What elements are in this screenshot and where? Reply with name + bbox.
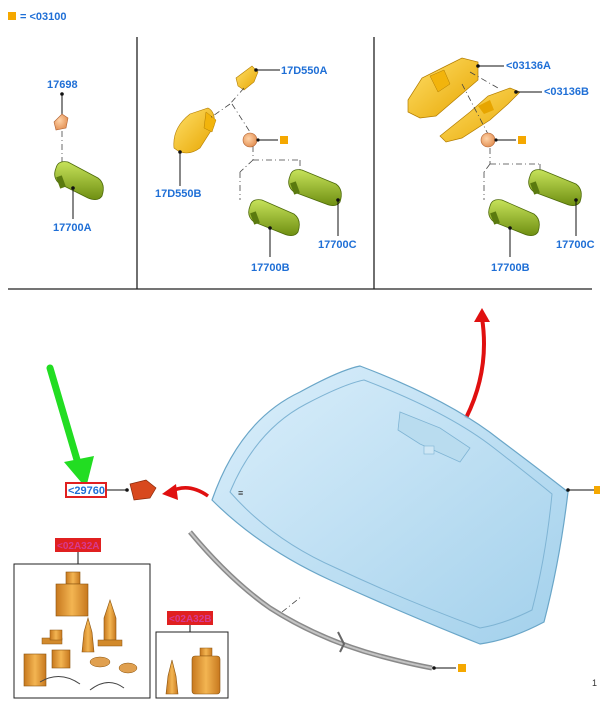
kit-left-label: <02A32A xyxy=(57,541,100,552)
callout-17698[interactable]: 17698 xyxy=(47,79,78,91)
leader-dot xyxy=(336,198,340,202)
sensor-bracket-icon xyxy=(129,479,157,501)
sensor-icon xyxy=(480,132,496,148)
leader-dot xyxy=(256,138,260,142)
callout-17D550A[interactable]: 17D550A xyxy=(281,65,328,77)
rear-view-mirror-icon xyxy=(288,169,342,206)
leader-dot xyxy=(178,150,182,154)
leader-dot xyxy=(574,198,578,202)
mirror-cover-upper-icon xyxy=(235,65,259,91)
green-arrow-icon xyxy=(46,364,94,488)
centerlines xyxy=(461,71,541,200)
leader-dot xyxy=(476,64,480,68)
kit-right: <02A32B xyxy=(155,611,229,699)
ref-square-icon[interactable] xyxy=(594,486,600,494)
callout-17700A[interactable]: 17700A xyxy=(53,222,92,234)
corner-mark: 1 xyxy=(592,678,597,688)
kit-right-label: <02A32B xyxy=(169,614,212,625)
callout-17700C[interactable]: 17700C xyxy=(556,239,595,251)
windshield-icon: ≡ xyxy=(211,365,569,645)
callout-29760-text: <29760 xyxy=(68,485,105,497)
rear-view-mirror-icon xyxy=(528,169,582,206)
callout-03136B[interactable]: <03136B xyxy=(544,86,589,98)
sensor-icon xyxy=(242,132,258,148)
callout-17D550B[interactable]: 17D550B xyxy=(155,188,202,200)
mirror-bracket-lower-icon xyxy=(439,87,521,143)
leader-dot xyxy=(268,226,272,230)
leader-dot xyxy=(254,68,258,72)
sensor-cover-icon xyxy=(53,113,69,131)
kit-left-label-box[interactable] xyxy=(55,538,101,552)
ref-square-icon[interactable] xyxy=(280,136,288,144)
panel-right: <03136A <03136B 17700C 1770 xyxy=(407,57,595,274)
callout-03136A[interactable]: <03136A xyxy=(506,60,551,72)
callout-17700B[interactable]: 17700B xyxy=(491,262,530,274)
leader-dot xyxy=(566,488,570,492)
cover-clip xyxy=(203,111,217,133)
top-frame xyxy=(8,37,592,290)
rear-view-mirror-icon xyxy=(248,199,300,236)
panel-left: 17698 17700A xyxy=(47,79,104,234)
centerline xyxy=(281,595,303,613)
legend-text: = <03100 xyxy=(20,11,67,23)
ref-square-icon[interactable] xyxy=(458,664,466,672)
callout-17700B[interactable]: 17700B xyxy=(251,262,290,274)
leader-dot xyxy=(494,138,498,142)
red-arrow-left-icon xyxy=(162,484,210,500)
primer-kit-icon xyxy=(165,647,221,695)
leader-dot xyxy=(60,92,64,96)
leader-dot xyxy=(432,666,436,670)
leader-dot xyxy=(125,488,129,492)
kit-left: <02A32A xyxy=(13,538,151,699)
kit-right-label-box[interactable] xyxy=(167,611,213,625)
red-arrow-up-icon xyxy=(464,308,490,419)
mirror-cover-lower-icon xyxy=(173,107,215,154)
windshield-moulding-icon xyxy=(188,530,433,671)
rear-view-mirror-icon xyxy=(488,199,540,236)
glass-mark: ≡ xyxy=(238,488,243,498)
panel-middle: 17D550A 17D550B 17700C xyxy=(155,65,357,274)
callout-29760[interactable]: <29760 xyxy=(65,482,107,498)
legend: = <03100 xyxy=(8,11,67,23)
leader-dot xyxy=(508,226,512,230)
adhesive-kit-icon xyxy=(23,571,138,691)
rear-view-mirror-icon xyxy=(54,161,104,200)
legend-square-icon xyxy=(8,12,16,20)
windshield-section: ≡ <29760 xyxy=(13,308,600,699)
leader-dot xyxy=(71,186,75,190)
callout-17700C[interactable]: 17700C xyxy=(318,239,357,251)
ref-square-icon[interactable] xyxy=(518,136,526,144)
leader-dot xyxy=(514,90,518,94)
mirror-bracket-upper-icon xyxy=(407,57,479,119)
